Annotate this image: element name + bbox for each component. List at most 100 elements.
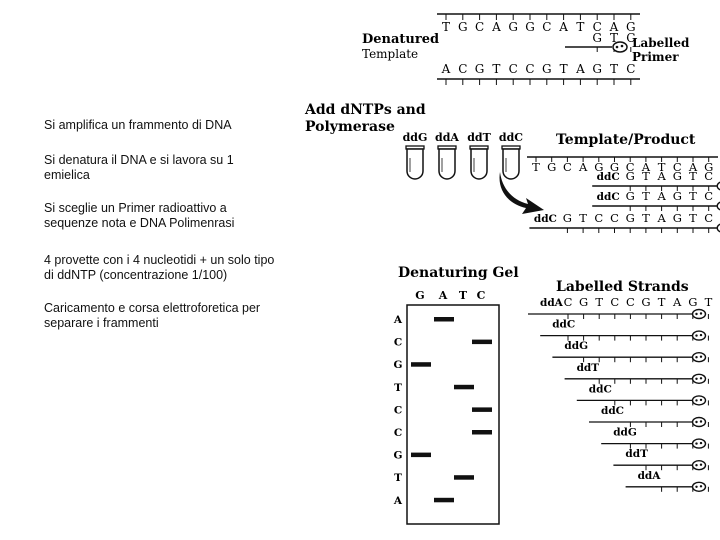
gel-band — [454, 475, 474, 480]
base-letter: A — [656, 189, 666, 203]
base-letter: T — [532, 160, 540, 174]
tube-label: ddA — [435, 131, 459, 144]
base-letter: A — [672, 295, 682, 309]
base-letter: C — [525, 62, 534, 76]
primer-base-letter: G — [592, 31, 602, 45]
base-letter: G — [563, 211, 572, 225]
base-letter: T — [492, 62, 500, 76]
gel-lane-label: T — [459, 289, 468, 302]
base-letter: C — [563, 160, 572, 174]
base-letter: C — [704, 189, 713, 203]
template-label: Template — [362, 47, 418, 61]
note-item: 4 provette con i 4 nucleotidi + un solo … — [44, 252, 275, 283]
labelled-strand: ddACGTCCGTAGTC — [528, 295, 720, 320]
base-letter: G — [626, 211, 635, 225]
base-letter: T — [642, 211, 650, 225]
labelled-strand: ddT — [564, 362, 709, 384]
dd-terminator-label: ddC — [597, 191, 620, 203]
dd-terminator-label: ddC — [534, 213, 557, 225]
bottom-strand-ticks — [445, 79, 632, 85]
base-letter: C — [593, 20, 602, 34]
base-letter: C — [594, 211, 603, 225]
radiolabel-icon — [691, 395, 707, 406]
gel-reading-base: T — [394, 472, 402, 484]
gel-band — [472, 430, 492, 435]
gel-reading-base: C — [394, 337, 402, 349]
gel-reading-base: G — [394, 359, 403, 371]
base-letter: T — [658, 160, 666, 174]
base-letter: C — [704, 211, 713, 225]
gel-reading-base: C — [394, 404, 402, 416]
base-letter: C — [626, 160, 635, 174]
base-letter: G — [508, 20, 518, 34]
gel-band — [411, 362, 431, 367]
gel-band — [434, 497, 454, 503]
base-letter: G — [592, 62, 602, 76]
dd-terminator-label: ddC — [601, 405, 624, 417]
base-letter: A — [441, 62, 451, 76]
reaction-tube: ddC — [499, 131, 523, 180]
tube-label: ddC — [499, 131, 523, 144]
product-template-ticks — [535, 157, 710, 162]
base-letter: T — [610, 62, 618, 76]
base-letter: T — [705, 295, 713, 309]
gel-bands — [411, 317, 492, 503]
base-letter: A — [575, 62, 585, 76]
note-item: Si denatura il DNA e si lavora su 1 emie… — [44, 152, 234, 183]
base-letter: T — [442, 20, 450, 34]
gel-lane-label: G — [415, 289, 424, 302]
base-letter: A — [641, 160, 651, 174]
base-letter: T — [579, 211, 587, 225]
labelled-strand: ddG — [601, 427, 709, 449]
gel-slab — [406, 304, 500, 525]
labelled-strands-ladder: ddACGTCCGTAGTCddCddGddTddCddCddGddTddA — [528, 295, 720, 492]
base-letter: T — [642, 169, 650, 183]
labelled-primer-label-1: Labelled — [632, 36, 690, 50]
labelled-strand: ddT — [613, 448, 709, 471]
base-letter: G — [673, 189, 682, 203]
base-letter: G — [475, 62, 485, 76]
base-letter: A — [491, 20, 501, 34]
dd-terminator-label: ddG — [613, 427, 637, 439]
base-letter: G — [626, 20, 636, 34]
labelled-strands-panel: Labelled Strands ddACGTCCGTAGTCddCddGddT… — [528, 279, 720, 492]
gel-band — [434, 317, 454, 322]
base-letter: T — [658, 295, 666, 309]
radiolabel-icon — [691, 438, 707, 449]
gel-reading-base: C — [394, 427, 402, 439]
radiolabel-icon — [691, 481, 707, 492]
gel-reading-base: A — [393, 314, 403, 326]
primer-base-letter: C — [626, 31, 635, 45]
base-letter: G — [626, 189, 635, 203]
base-letter: G — [542, 62, 552, 76]
dd-terminator-label: ddA — [540, 297, 564, 309]
base-letter: A — [578, 160, 588, 174]
radiolabel-icon — [691, 330, 707, 341]
base-letter: G — [579, 295, 588, 309]
base-letter: G — [704, 160, 713, 174]
gel-band — [411, 452, 431, 458]
gel-reading-base: A — [393, 495, 403, 507]
base-letter: C — [509, 62, 518, 76]
radiolabel-icon — [691, 308, 707, 320]
base-letter: T — [595, 295, 603, 309]
base-letter: C — [673, 160, 682, 174]
base-letter: G — [626, 169, 635, 183]
labelled-strand: ddC — [576, 383, 709, 406]
labelled-primer-label-2: Primer — [632, 50, 679, 64]
base-letter: A — [609, 20, 619, 34]
base-letter: G — [525, 20, 535, 34]
primer-base-letter: T — [610, 31, 618, 45]
radiolabel-icon — [691, 352, 707, 363]
